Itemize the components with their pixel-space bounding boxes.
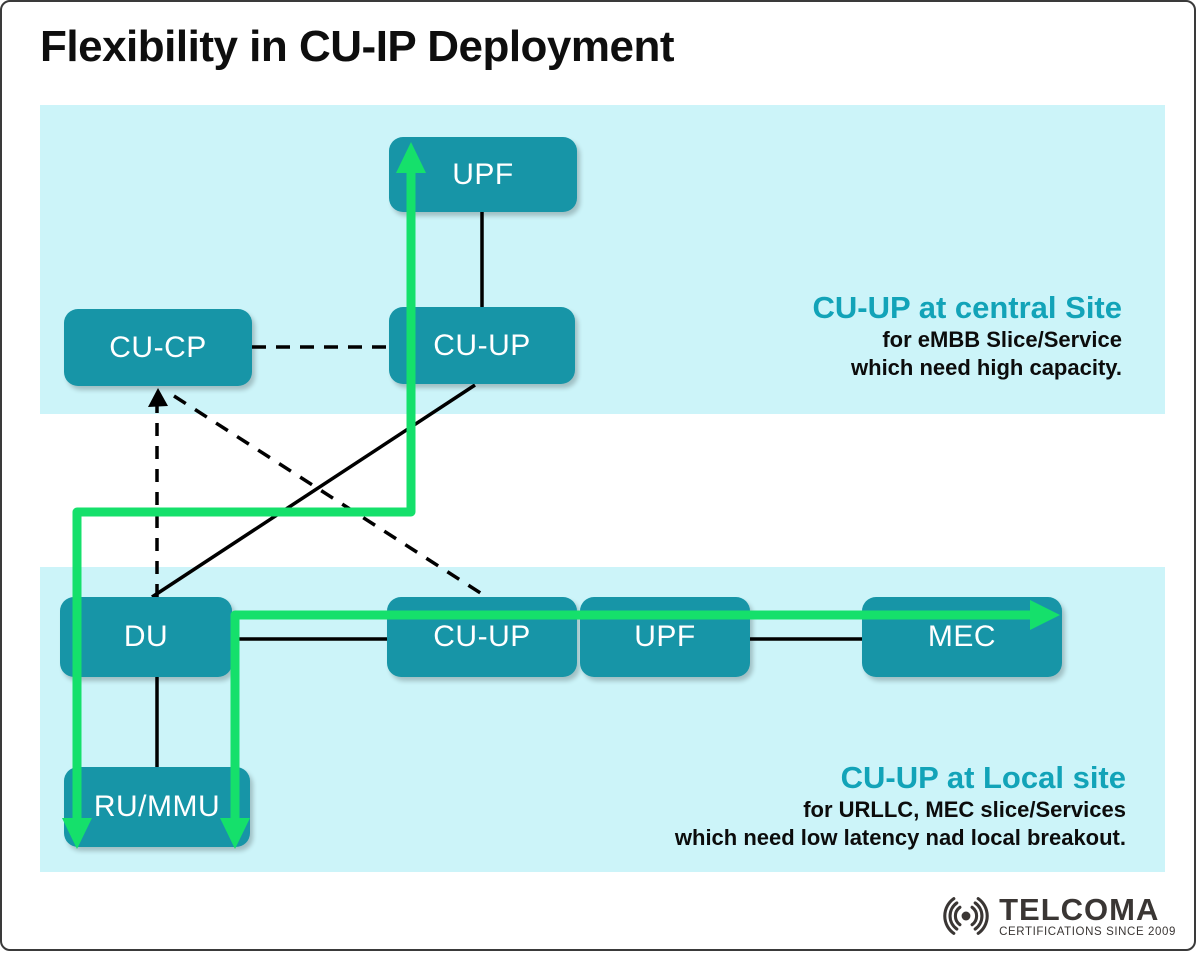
page-title: Flexibility in CU-IP Deployment: [40, 22, 675, 71]
node-upf-local-label: UPF: [634, 620, 696, 653]
arrowhead-to-cucp-icon: [148, 388, 168, 407]
local-site-note: CU-UP at Local site for URLLC, MEC slice…: [675, 760, 1126, 851]
local-site-line1: for URLLC, MEC slice/Services: [803, 797, 1126, 822]
link-cuup-central-du: [151, 383, 476, 599]
link-cucp-cuup-local-dashed: [173, 394, 483, 596]
node-mec: MEC: [862, 597, 1062, 677]
local-site-line2: which need low latency nad local breakou…: [674, 824, 1126, 850]
node-upf-local: UPF: [580, 597, 750, 677]
node-upf-central: UPF: [389, 137, 577, 212]
node-cu-up-central-label: CU-UP: [433, 328, 531, 362]
node-cu-cp-label: CU-CP: [109, 330, 207, 364]
flow-arrowhead-down-rummu-right-icon: [220, 818, 250, 849]
radio-waves-icon: [943, 897, 989, 935]
node-ru-mmu-label: RU/MMU: [93, 790, 221, 823]
telcoma-logo: TELCOMA CERTIFICATIONS SINCE 2009: [937, 893, 1176, 939]
node-cu-up-central: CU-UP: [389, 307, 575, 384]
logo-name: TELCOMA: [999, 892, 1160, 927]
node-cu-up-local: CU-UP: [387, 597, 577, 677]
flow-rummu-to-central-upf: [72, 160, 416, 834]
logo-tagline: CERTIFICATIONS SINCE 2009: [999, 926, 1176, 938]
node-mec-label: MEC: [927, 620, 997, 653]
central-site-note: CU-UP at central Site for eMBB Slice/Ser…: [812, 290, 1122, 381]
node-cu-cp: CU-CP: [64, 309, 252, 386]
central-site-line1: for eMBB Slice/Service: [882, 327, 1122, 352]
flow-arrowhead-up-upf-icon: [396, 142, 426, 173]
flow-rummu-to-mec: [230, 610, 1034, 836]
central-site-line2: which need high capacity.: [851, 354, 1122, 380]
node-cu-up-local-label: CU-UP: [433, 620, 531, 653]
local-site-heading: CU-UP at Local site: [840, 760, 1126, 795]
flow-arrowhead-right-mec-icon: [1030, 600, 1060, 630]
central-site-heading: CU-UP at central Site: [812, 290, 1122, 325]
node-upf-central-label: UPF: [452, 157, 514, 191]
node-du-label: DU: [123, 620, 169, 653]
flow-arrowhead-down-rummu-left-icon: [62, 818, 92, 849]
node-ru-mmu: RU/MMU: [64, 767, 250, 847]
node-du: DU: [60, 597, 232, 677]
